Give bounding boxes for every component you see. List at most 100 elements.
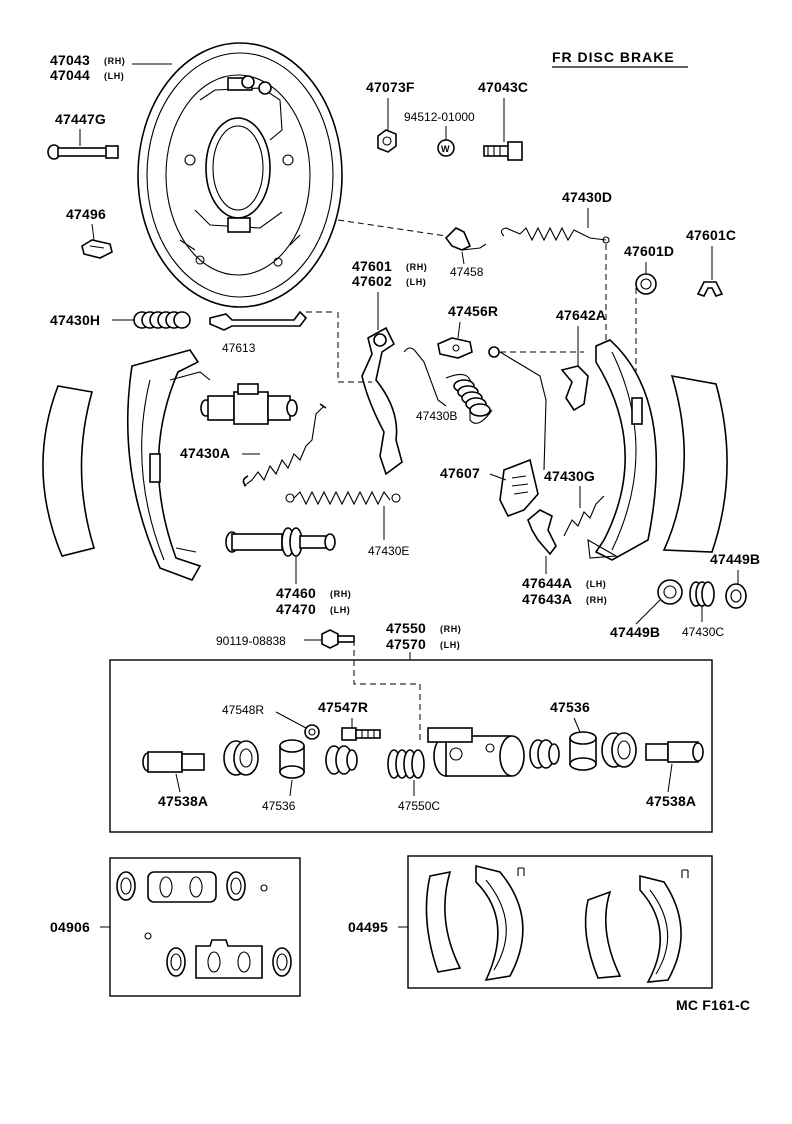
label-47456r: 47456R xyxy=(448,303,498,319)
label-47430b: 47430B xyxy=(416,409,457,423)
label-47470: 47470 xyxy=(276,601,316,617)
parking-lever-47601 xyxy=(361,326,403,476)
label-47643a-rh: (RH) xyxy=(586,595,607,605)
washer-94512: W xyxy=(437,139,455,157)
label-47073f: 47073F xyxy=(366,79,415,95)
spring-47430c xyxy=(689,581,715,607)
cup-47449b-left xyxy=(657,579,683,605)
nut-47073f xyxy=(377,129,397,153)
label-47460: 47460 xyxy=(276,585,316,601)
lever-47644a xyxy=(527,509,557,556)
adjusting-lever-47607 xyxy=(488,346,547,518)
label-47449b-top: 47449B xyxy=(710,551,760,567)
spring-47430e xyxy=(285,490,401,506)
leader-47458 xyxy=(461,251,465,265)
leader-47456r xyxy=(457,321,461,339)
seal-right xyxy=(529,739,560,769)
label-90119: 90119-08838 xyxy=(216,634,286,648)
leader-47536-left xyxy=(289,779,293,797)
spring-47550c xyxy=(387,749,425,779)
label-47043c: 47043C xyxy=(478,79,528,95)
leader-47607 xyxy=(489,473,507,481)
leader-47538a-right xyxy=(667,763,673,793)
label-47044-lh: (LH) xyxy=(104,71,124,81)
label-47550c: 47550C xyxy=(398,799,440,813)
label-47536-right: 47536 xyxy=(550,699,590,715)
label-47601: 47601 xyxy=(352,258,392,274)
label-47644a: 47644A xyxy=(522,575,572,591)
boot-right xyxy=(601,732,637,768)
label-47570-lh: (LH) xyxy=(440,640,460,650)
label-47536-left: 47536 xyxy=(262,799,296,813)
spring-47430d xyxy=(500,226,610,244)
bleeder-47548r xyxy=(304,724,320,740)
cup-47536-right xyxy=(569,731,597,771)
figure-code: MC F161-C xyxy=(676,997,750,1013)
label-04906: 04906 xyxy=(50,919,90,935)
label-47043: 47043 xyxy=(50,52,90,68)
brake-lining-left xyxy=(42,385,96,557)
adjuster-47460 xyxy=(225,527,336,557)
piston-47538a-right xyxy=(645,741,704,763)
label-47447g: 47447G xyxy=(55,111,106,127)
dash-47613-to-lever xyxy=(337,312,372,383)
clip-47458 xyxy=(444,227,487,251)
cup-47536-left xyxy=(279,739,305,779)
wheel-cylinder-box xyxy=(109,659,713,833)
leader-47548r xyxy=(275,711,307,729)
kit-04906-parts xyxy=(116,871,292,979)
label-47460-rh: (RH) xyxy=(330,589,351,599)
label-47547r: 47547R xyxy=(318,699,368,715)
label-47601-rh: (RH) xyxy=(406,262,427,272)
cup-47449b-right xyxy=(725,583,747,609)
clip-47456r xyxy=(437,337,473,359)
seal-left xyxy=(325,745,358,775)
label-47642a: 47642A xyxy=(556,307,606,323)
label-47550-rh: (RH) xyxy=(440,624,461,634)
dash-bolt-to-cylinder xyxy=(353,640,421,740)
boot-left xyxy=(223,740,259,776)
label-47538a-left: 47538A xyxy=(158,793,208,809)
label-47602-lh: (LH) xyxy=(406,277,426,287)
label-47570: 47570 xyxy=(386,636,426,652)
label-47601d: 47601D xyxy=(624,243,674,259)
spring-47430a xyxy=(242,403,327,487)
leader-47536-right xyxy=(573,717,581,733)
strut-47613 xyxy=(209,310,308,331)
label-94512: 94512-01000 xyxy=(404,110,475,124)
kit-04495-shoes xyxy=(425,864,689,983)
leader-47496 xyxy=(91,223,95,241)
clip-47496 xyxy=(81,239,113,259)
dash-plate-to-47458 xyxy=(337,219,447,237)
cup-47601d xyxy=(635,273,657,295)
label-47430c: 47430C xyxy=(682,625,724,639)
pin-47601c xyxy=(696,281,724,297)
bleeder-47547r xyxy=(341,727,381,741)
brake-shoe-right xyxy=(587,339,658,561)
kit-04495-box xyxy=(407,855,713,989)
label-47470-lh: (LH) xyxy=(330,605,350,615)
brake-shoe-left xyxy=(126,349,211,581)
label-47430e: 47430E xyxy=(368,544,409,558)
label-47496: 47496 xyxy=(66,206,106,222)
bolt-47043c xyxy=(483,141,523,161)
label-47538a-right: 47538A xyxy=(646,793,696,809)
label-47043-rh: (RH) xyxy=(104,56,125,66)
label-47550: 47550 xyxy=(386,620,426,636)
clip-47642a xyxy=(560,365,589,412)
spring-47430b xyxy=(403,347,493,424)
label-47613: 47613 xyxy=(222,341,256,355)
backing-plate xyxy=(137,42,343,308)
label-47430h: 47430H xyxy=(50,312,100,328)
label-47044: 47044 xyxy=(50,67,90,83)
svg-text:W: W xyxy=(441,144,450,154)
piston-47538a-left xyxy=(142,751,205,773)
label-47548r: 47548R xyxy=(222,703,264,717)
spring-47430h xyxy=(133,311,191,329)
leader-47538a-left xyxy=(175,773,181,793)
label-47602: 47602 xyxy=(352,273,392,289)
cylinder-body xyxy=(427,727,525,777)
label-47643a: 47643A xyxy=(522,591,572,607)
bolt-90119 xyxy=(321,629,355,649)
